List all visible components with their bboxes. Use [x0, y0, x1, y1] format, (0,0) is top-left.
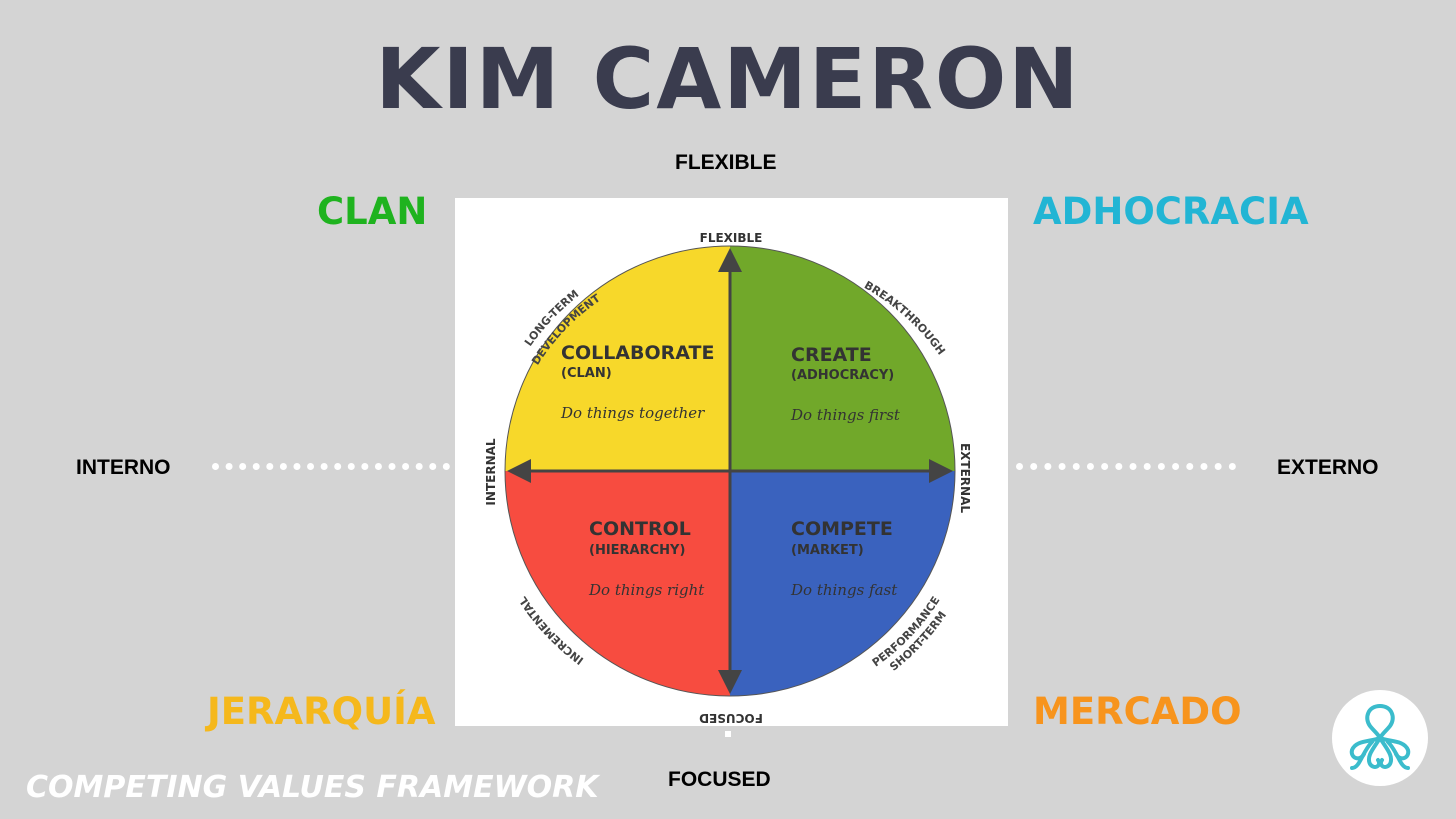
quadrant-title-compete: COMPETE — [791, 518, 893, 540]
corner-label-adhocracia: ADHOCRACIA — [1033, 190, 1309, 233]
quadrant-title-collaborate: COLLABORATE — [561, 342, 714, 364]
corner-label-clan: CLAN — [317, 190, 428, 233]
footer-caption: COMPETING VALUES FRAMEWORK — [26, 770, 599, 805]
diagram-label-focused: FOCUSED — [699, 711, 763, 725]
diagram-label-flexible: FLEXIBLE — [700, 231, 763, 245]
dotted-line-bottom — [725, 731, 731, 737]
axis-label-externo: EXTERNO — [1277, 456, 1379, 479]
logo-badge — [1332, 690, 1428, 786]
axis-label-interno: INTERNO — [76, 456, 171, 479]
octopus-icon — [1349, 704, 1411, 770]
competing-values-diagram: FLEXIBLE FOCUSED INTERNAL EXTERNAL BREAK… — [484, 231, 972, 725]
quadrant-subtitle-hierarchy: (HIERARCHY) — [589, 543, 685, 558]
dotted-line-left — [212, 463, 450, 470]
quadrant-motto-compete: Do things fast — [790, 581, 898, 599]
quadrant-compete — [730, 471, 955, 696]
quadrant-title-control: CONTROL — [589, 518, 691, 540]
circle-outline — [504, 245, 956, 697]
page-title: KIM CAMERON — [375, 30, 1081, 128]
corner-label-mercado: MERCADO — [1033, 690, 1242, 733]
quadrant-subtitle-market: (MARKET) — [791, 543, 864, 558]
axis-label-flexible: FLEXIBLE — [675, 151, 777, 174]
quadrant-motto-create: Do things first — [790, 406, 901, 424]
quadrant-subtitle-clan: (CLAN) — [561, 366, 612, 381]
quadrant-create — [730, 246, 955, 471]
quadrant-motto-collaborate: Do things together — [560, 404, 705, 422]
axis-label-focused: FOCUSED — [668, 768, 771, 791]
quadrant-title-create: CREATE — [791, 344, 872, 366]
diagram-label-external: EXTERNAL — [958, 443, 972, 513]
quadrant-motto-control: Do things right — [588, 581, 705, 599]
dotted-line-right — [1016, 463, 1236, 470]
corner-label-jerarquia: JERARQUÍA — [207, 690, 436, 733]
diagram-panel: FLEXIBLE FOCUSED INTERNAL EXTERNAL BREAK… — [455, 198, 1008, 726]
quadrant-collaborate — [505, 246, 730, 471]
quadrant-subtitle-adhocracy: (ADHOCRACY) — [791, 368, 894, 383]
quadrant-control — [505, 471, 730, 696]
diagram-label-internal: INTERNAL — [484, 438, 498, 505]
